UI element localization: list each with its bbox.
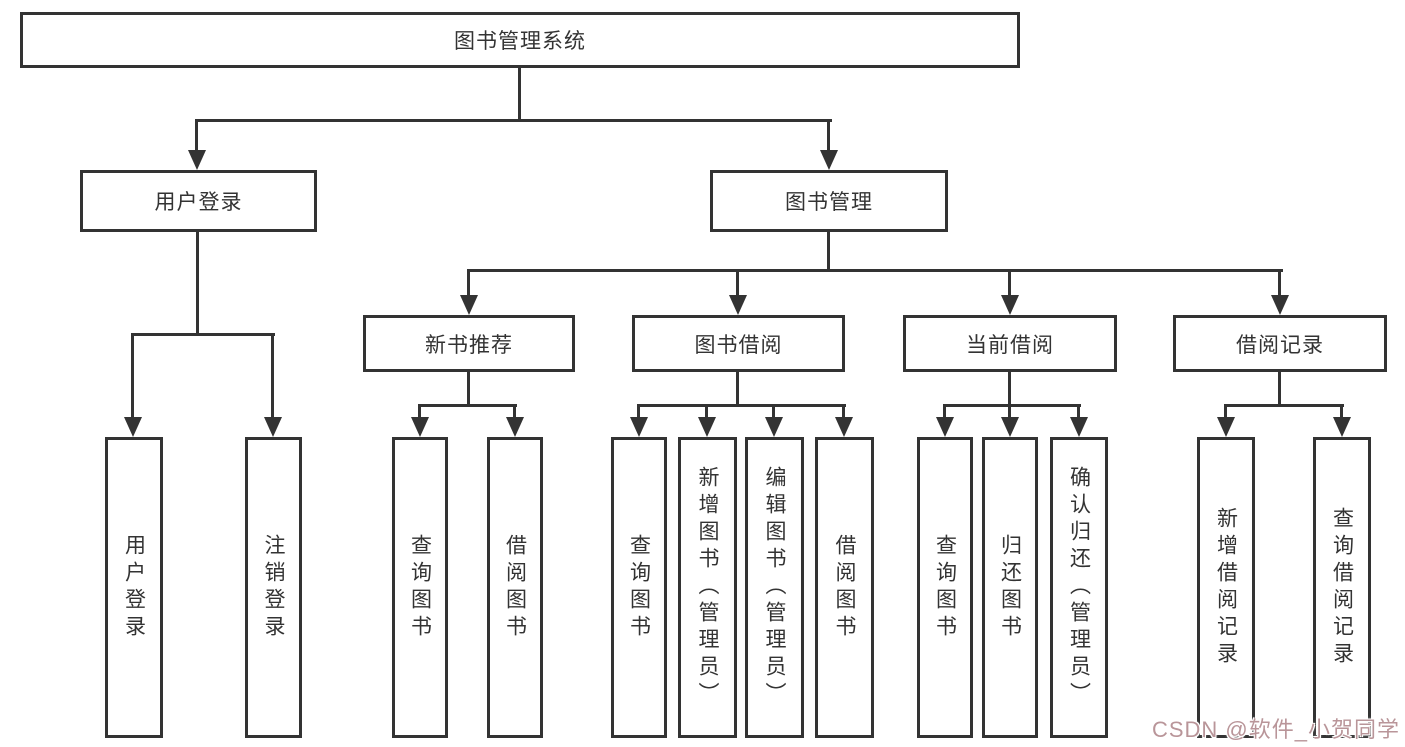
leaf-return-books: 归还图书 [982,437,1038,738]
connector-user-login-stem [196,232,199,336]
node-library-management-system: 图书管理系统 [20,12,1020,68]
connector-book-borrow-branch [637,404,846,407]
node-book-management: 图书管理 [710,170,948,232]
arrowhead-leaf-return-books-stem [1008,404,1011,419]
arrowhead-leaf-logout [264,417,282,437]
leaf-confirm-return-admin: 确认归还（管理员） [1050,437,1108,738]
arrowhead-leaf-query-borrow-record-stem [1340,404,1343,419]
leaf-query-books-borrowing: 查询图书 [611,437,667,738]
leaf-logout: 注销登录 [245,437,302,738]
leaf-query-borrow-record: 查询借阅记录 [1313,437,1371,738]
connector-new-book-rec-stem [467,372,470,407]
arrowhead-new-book-rec-stem [467,269,470,297]
arrowhead-leaf-query-books-rec-stem [418,404,421,419]
arrowhead-leaf-logout-stem [271,333,274,419]
leaf-query-books-recommendation: 查询图书 [392,437,448,738]
connector-root-stem [518,68,521,120]
arrowhead-leaf-borrow-books-stem [842,404,845,419]
connector-book-borrow-stem [736,372,739,407]
leaf-add-borrow-record: 新增借阅记录 [1197,437,1255,738]
arrowhead-leaf-borrow-books [835,417,853,437]
connector-current-borrow-branch [943,404,1081,407]
connector-book-mgmt-branch [467,269,1283,272]
arrowhead-borrow-records [1271,295,1289,315]
arrowhead-leaf-query-books-rec [411,417,429,437]
connector-current-borrow-stem [1008,372,1011,407]
connector-borrow-records-branch [1224,404,1344,407]
arrowhead-current-borrow-stem [1008,269,1011,297]
arrowhead-book-borrow-stem [736,269,739,297]
arrowhead-leaf-query-books-borrow [630,417,648,437]
leaf-user-login: 用户登录 [105,437,163,738]
arrowhead-book-mgmt-stem [827,119,830,152]
arrowhead-leaf-edit-books [765,417,783,437]
watermark: CSDN @软件_小贺同学 [1151,717,1400,742]
arrowhead-book-mgmt [820,150,838,170]
arrowhead-leaf-query-borrow-record [1333,417,1351,437]
node-new-book-recommendation: 新书推荐 [363,315,575,372]
leaf-edit-books-admin: 编辑图书（管理员） [745,437,804,738]
arrowhead-user-login-stem [195,119,198,152]
arrowhead-current-borrow [1001,295,1019,315]
arrowhead-leaf-add-books-stem [705,404,708,419]
arrowhead-leaf-user-login-stem [131,333,134,419]
connector-borrow-records-stem [1278,372,1281,407]
arrowhead-leaf-confirm-return-stem [1077,404,1080,419]
arrowhead-leaf-edit-books-stem [772,404,775,419]
connector-root-branch [196,119,832,122]
leaf-borrow-books: 借阅图书 [815,437,874,738]
arrowhead-book-borrow [729,295,747,315]
node-book-borrowing: 图书借阅 [632,315,845,372]
connector-user-login-branch [131,333,275,336]
arrowhead-leaf-add-borrow-record [1217,417,1235,437]
arrowhead-leaf-query-books-borrow-stem [637,404,640,419]
leaf-borrow-books-recommendation: 借阅图书 [487,437,543,738]
arrowhead-leaf-add-books [698,417,716,437]
arrowhead-leaf-add-borrow-record-stem [1224,404,1227,419]
connector-new-book-rec-branch [418,404,517,407]
leaf-query-books-current: 查询图书 [917,437,973,738]
arrowhead-user-login [188,150,206,170]
arrowhead-leaf-query-books-current [936,417,954,437]
leaf-add-books-admin: 新增图书（管理员） [678,437,737,738]
arrowhead-borrow-records-stem [1278,269,1281,297]
arrowhead-leaf-confirm-return [1070,417,1088,437]
arrowhead-leaf-query-books-current-stem [943,404,946,419]
node-user-login: 用户登录 [80,170,317,232]
arrowhead-leaf-borrow-books-rec-stem [513,404,516,419]
arrowhead-leaf-return-books [1001,417,1019,437]
node-current-borrowing: 当前借阅 [903,315,1117,372]
node-borrowing-records: 借阅记录 [1173,315,1387,372]
arrowhead-leaf-user-login [124,417,142,437]
connector-book-mgmt-stem [827,232,830,272]
arrowhead-new-book-rec [460,295,478,315]
arrowhead-leaf-borrow-books-rec [506,417,524,437]
